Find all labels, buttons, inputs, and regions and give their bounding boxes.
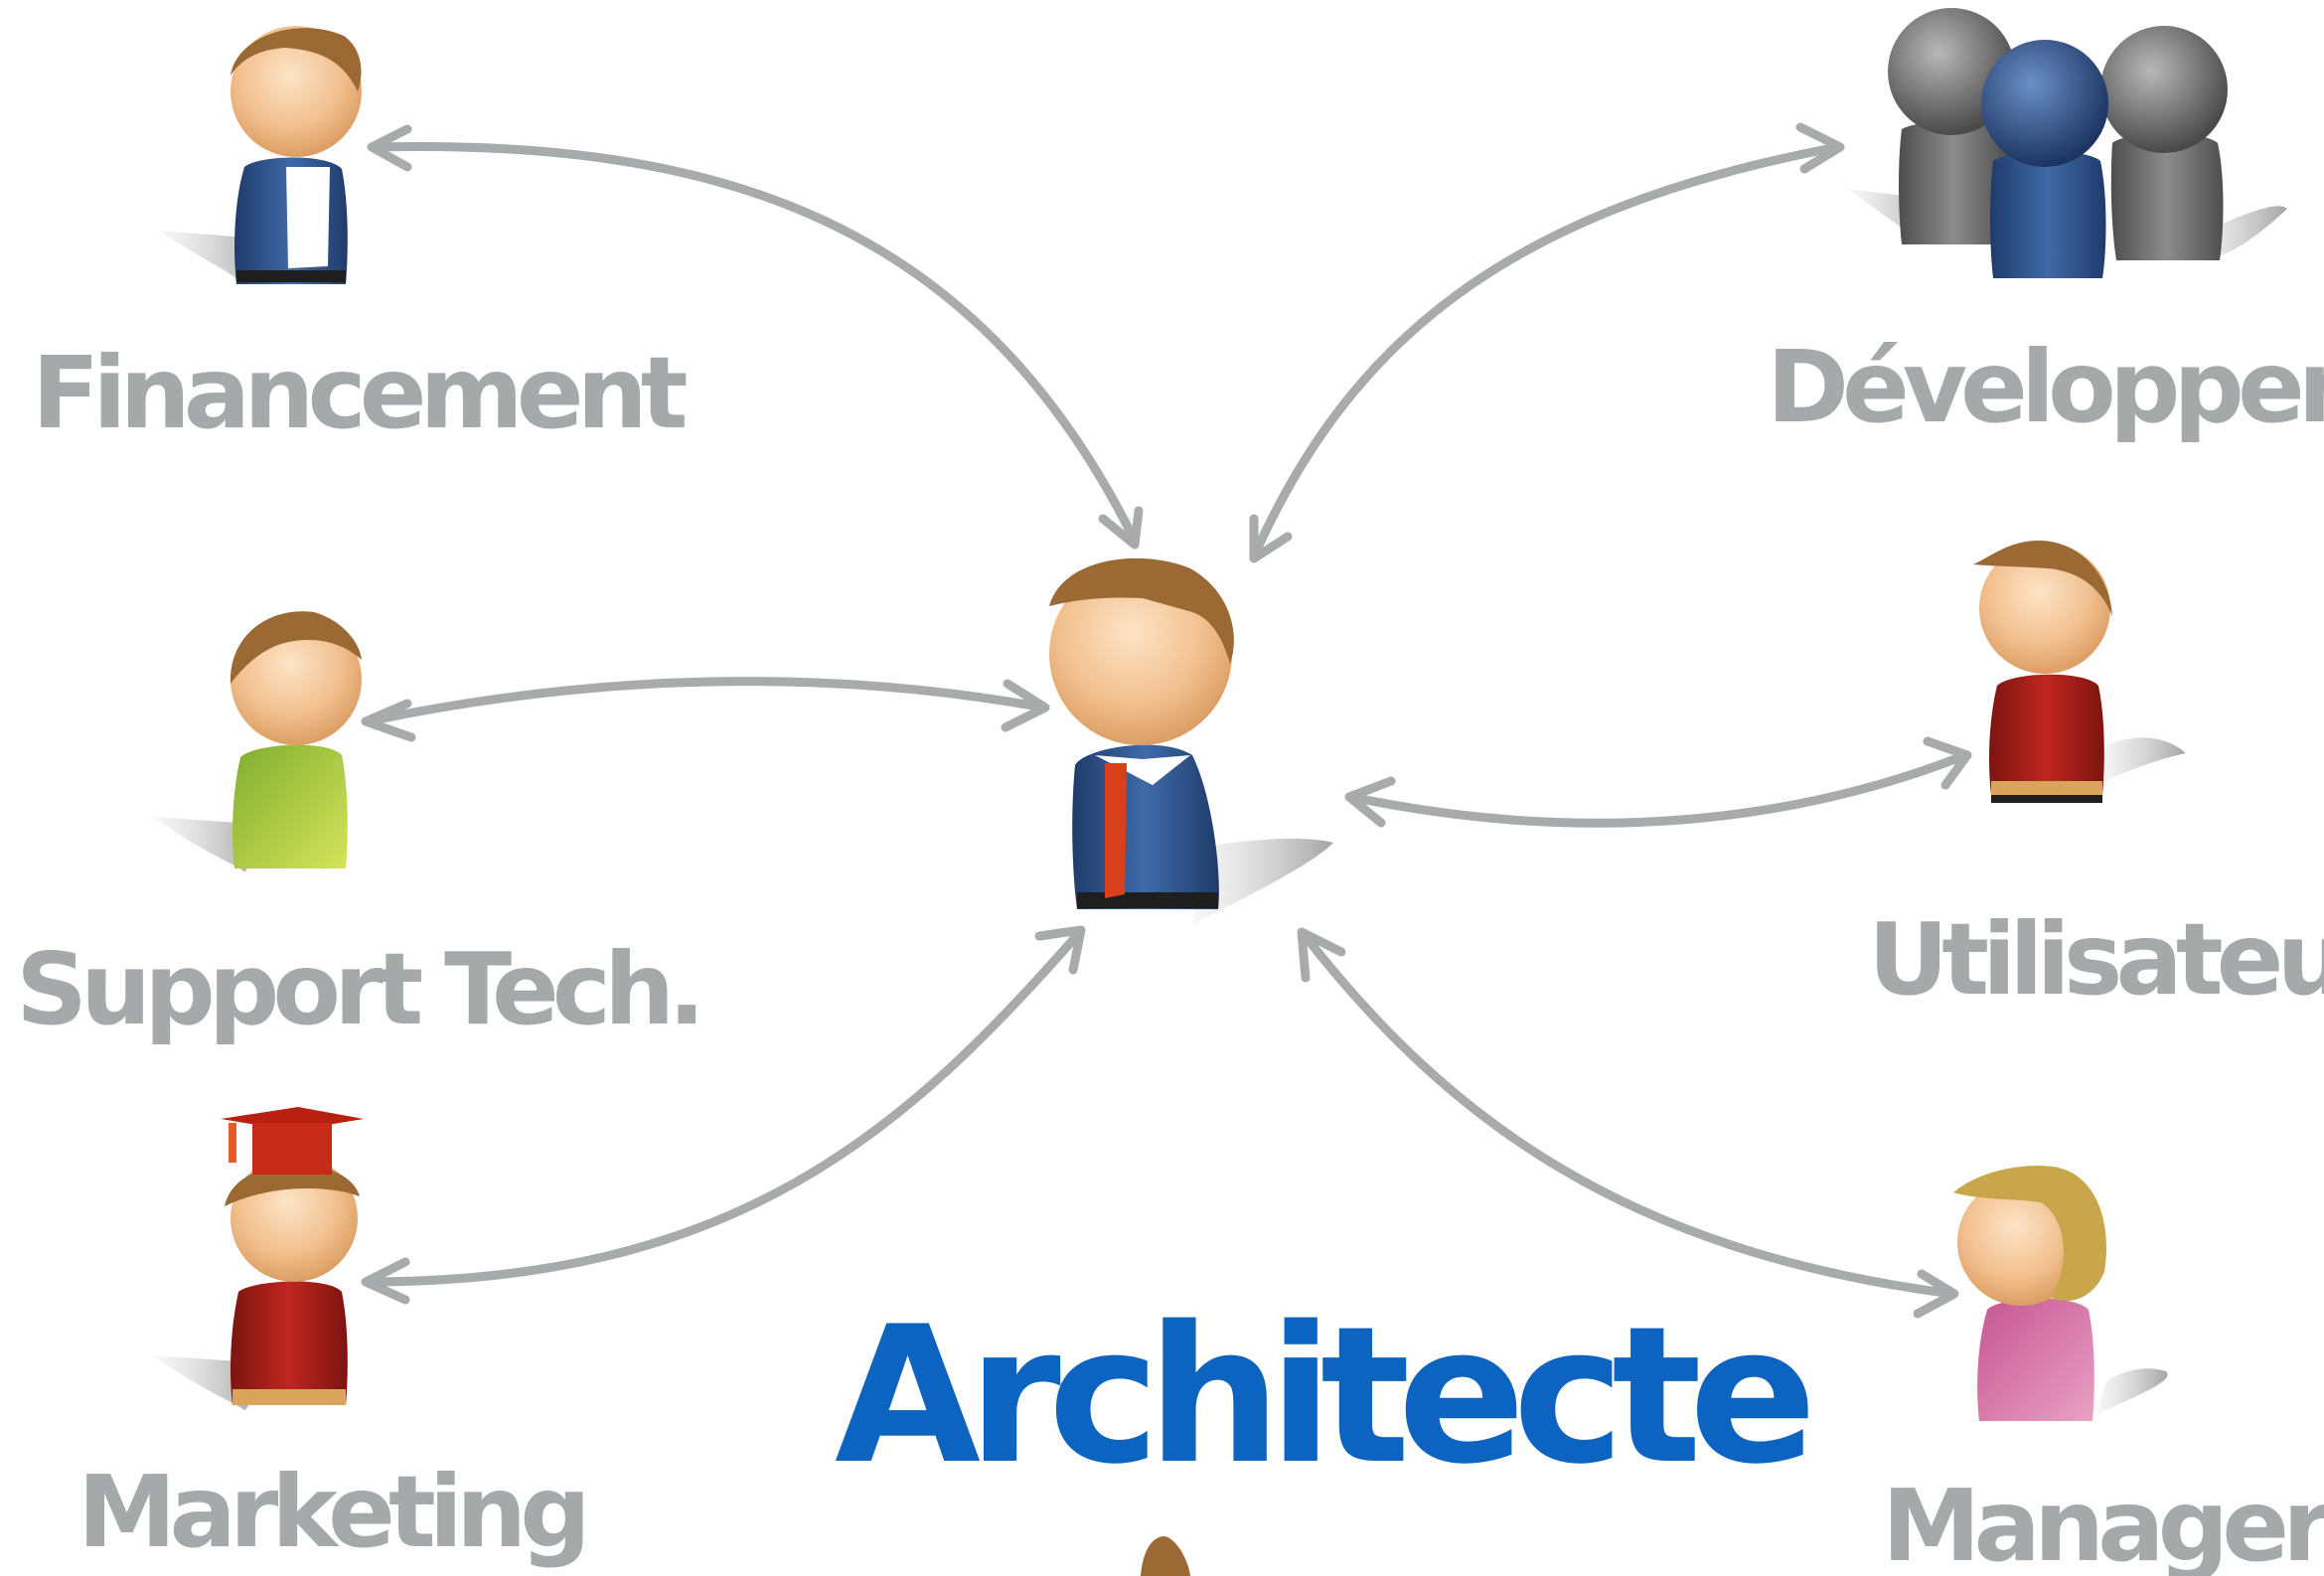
group-icon xyxy=(1848,8,2287,278)
diagram-title: Architecte xyxy=(835,1286,1808,1505)
person-suit-icon xyxy=(159,26,362,284)
arrow-utilisateur xyxy=(1344,736,1972,828)
arrow-marketing xyxy=(361,925,1086,1305)
label-support: Support Tech. xyxy=(16,931,698,1047)
architect-icon xyxy=(1049,557,1333,924)
person-red-icon xyxy=(1973,541,2186,803)
arrow-support xyxy=(361,677,1050,742)
person-green-icon xyxy=(153,611,362,872)
label-financement: Financement xyxy=(32,335,687,451)
partial-figure-icon xyxy=(1141,1536,1190,1576)
label-marketing: Marketing xyxy=(77,1454,584,1570)
graduate-icon xyxy=(153,1107,364,1411)
woman-pink-icon xyxy=(1953,1166,2168,1421)
arrow-developpement xyxy=(1249,122,1845,563)
label-manager: Manager xyxy=(1882,1468,2324,1576)
arrow-financement xyxy=(367,124,1144,550)
label-developpement: Développement xyxy=(1767,329,2324,445)
arrow-manager xyxy=(1297,927,1959,1319)
label-utilisateur: Utilisateur xyxy=(1868,901,2324,1018)
